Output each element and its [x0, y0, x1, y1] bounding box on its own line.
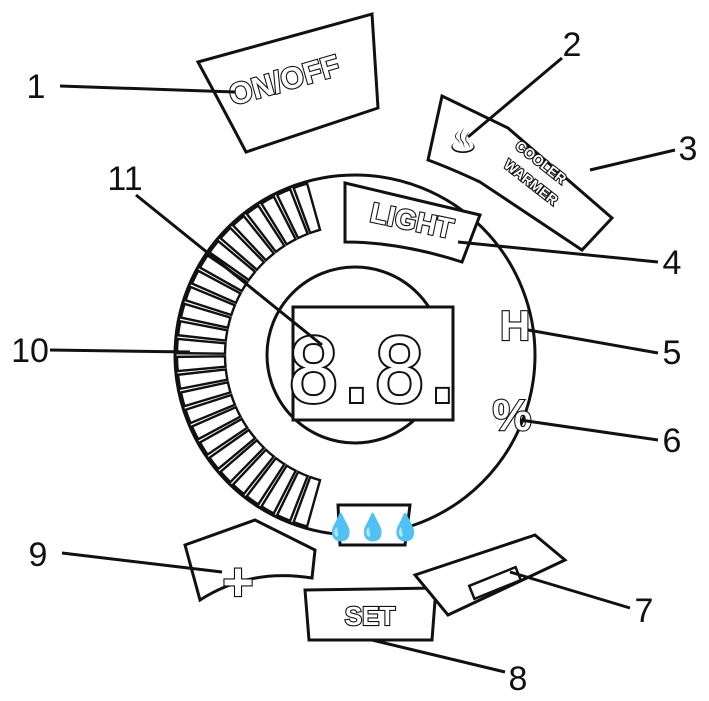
- callout-2: 2: [563, 26, 582, 64]
- callout-1: 1: [27, 68, 46, 106]
- level-segment: [218, 438, 266, 484]
- level-segment: [259, 194, 298, 247]
- onoff-button[interactable]: [195, 12, 380, 154]
- set-button[interactable]: [303, 586, 438, 642]
- level-segment: [184, 285, 237, 317]
- callout-3: 3: [679, 130, 698, 168]
- level-segment: [175, 337, 227, 355]
- water-drops-icon: 💧💧💧: [324, 512, 421, 542]
- level-segment: [275, 470, 310, 523]
- level-segment: [176, 319, 229, 342]
- level-segment: [190, 269, 243, 305]
- callout-10: 10: [11, 332, 49, 370]
- level-segment: [207, 239, 257, 282]
- level-segment: [190, 405, 243, 441]
- humidity-symbol: H: [500, 302, 530, 349]
- level-segment: [176, 368, 229, 391]
- level-segment: [175, 355, 227, 373]
- level-indicator-bar: [175, 182, 322, 528]
- minus-button[interactable]: [412, 533, 568, 617]
- light-button[interactable]: [343, 181, 483, 264]
- callout-9: 9: [29, 536, 48, 574]
- plus-button[interactable]: [183, 518, 317, 603]
- water-drops-panel: [336, 503, 412, 547]
- digit-display: 8.8.: [287, 320, 459, 423]
- plus-icon: +: [222, 552, 254, 612]
- level-segment: [275, 187, 310, 240]
- level-segment: [207, 428, 257, 471]
- level-segment: [292, 182, 322, 235]
- percent-symbol: %: [492, 391, 531, 440]
- level-segment: [292, 475, 322, 528]
- steam-icon: ♨: [448, 123, 478, 161]
- digit-display-frame: [291, 305, 455, 422]
- callout-7: 7: [635, 592, 654, 630]
- callout-6: 6: [663, 422, 682, 460]
- set-label: SET: [345, 601, 396, 631]
- level-segment: [179, 380, 232, 408]
- level-segment: [218, 226, 266, 272]
- callout-4: 4: [663, 244, 682, 282]
- cooler-warmer-button[interactable]: [426, 93, 615, 252]
- level-segment: [245, 203, 287, 254]
- callout-5: 5: [663, 334, 682, 372]
- level-segment: [179, 302, 232, 330]
- level-segment: [184, 393, 237, 425]
- level-segment: [231, 447, 276, 496]
- callout-8: 8: [509, 660, 528, 698]
- level-segment: [231, 214, 276, 263]
- callout-11: 11: [107, 160, 142, 198]
- level-segment: [259, 463, 298, 516]
- level-segment: [198, 417, 249, 457]
- level-segment: [245, 456, 287, 507]
